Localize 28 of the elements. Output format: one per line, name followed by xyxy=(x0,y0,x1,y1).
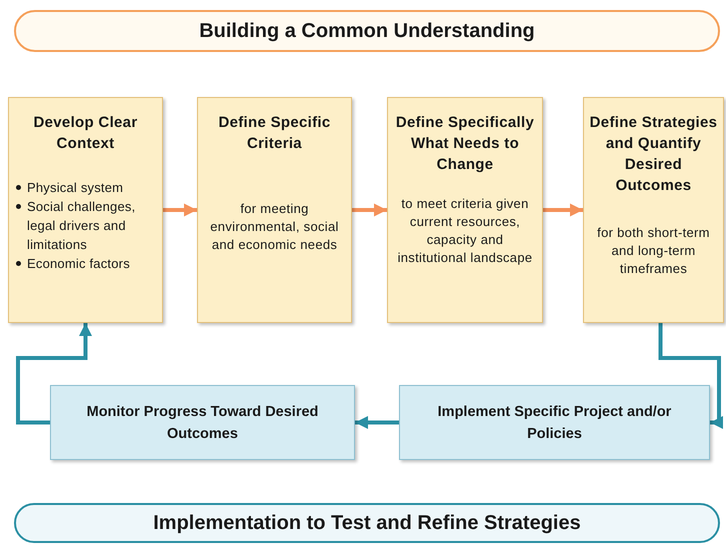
box-heading: Develop Clear Context xyxy=(32,113,138,154)
process-box xyxy=(50,385,355,460)
bullet-item: Social challenges, legal drivers and limitations xyxy=(27,198,136,254)
step-box xyxy=(197,97,352,323)
box-text: Monitor Progress Toward Desired Outcomes xyxy=(86,402,320,444)
process-box xyxy=(399,385,710,460)
box-heading: Define Specifically What Needs to Change xyxy=(394,113,536,175)
box-text: for both short-term and long-term timeframes xyxy=(596,224,711,278)
arrow xyxy=(543,204,583,216)
banner-title: Building a Common Understanding xyxy=(199,20,535,42)
box-text: for meeting environmental, social and economic needs xyxy=(209,200,340,254)
bullet-item: Economic factors xyxy=(27,255,130,273)
banner-title: Implementation to Test and Refine Strategies xyxy=(153,512,581,534)
step-box xyxy=(8,97,163,323)
box-heading: Define Specific Criteria xyxy=(217,113,332,154)
step-box xyxy=(387,97,543,323)
box-text: to meet criteria given current resources, capacity and institutional landscape xyxy=(396,195,534,267)
banner xyxy=(14,10,720,52)
arrow xyxy=(163,204,197,216)
arrow xyxy=(355,416,399,429)
arrow xyxy=(352,204,387,216)
arrow xyxy=(16,323,92,424)
bullet-item: Physical system xyxy=(27,179,124,197)
arrow xyxy=(658,323,723,429)
box-heading: Define Strategies and Quantify Desired Outcomes xyxy=(589,113,718,196)
banner xyxy=(14,503,720,543)
step-box xyxy=(583,97,724,323)
box-text: Implement Specific Project and/or Policies xyxy=(436,402,672,444)
